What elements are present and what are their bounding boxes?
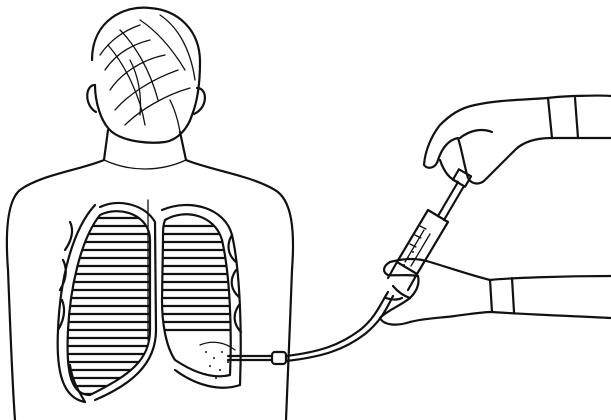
left-lung [58,203,160,402]
patient-head [87,8,205,143]
upper-hand [424,96,611,184]
drainage-tube [228,292,393,364]
lower-hand [380,259,611,325]
hair-strokes [100,15,195,132]
